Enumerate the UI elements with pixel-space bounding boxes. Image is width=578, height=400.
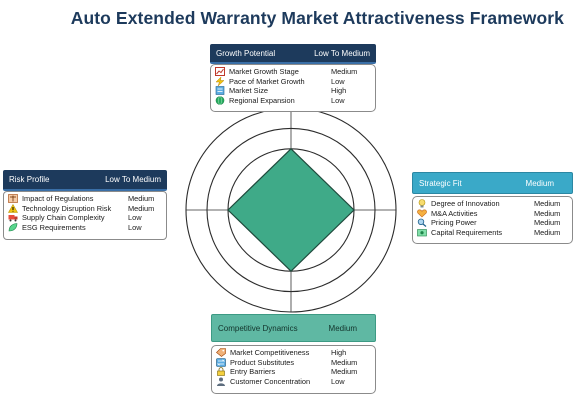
handshake-icon bbox=[417, 209, 427, 218]
item-label: ESG Requirements bbox=[22, 223, 86, 233]
leaf-icon bbox=[8, 223, 18, 232]
person-icon bbox=[216, 377, 226, 387]
scales-icon bbox=[8, 194, 18, 204]
chart-icon bbox=[215, 67, 225, 77]
list-item: Product Substitutes Medium bbox=[216, 358, 371, 368]
lightbulb-icon bbox=[417, 199, 427, 208]
risk-profile-label: Risk Profile bbox=[9, 175, 50, 184]
growth-potential-panel: Growth Potential Low To Medium Market Gr… bbox=[210, 44, 376, 112]
item-label: M&A Activities bbox=[431, 208, 478, 218]
list-item: Regional Expansion Low bbox=[215, 96, 371, 106]
strategic-fit-label: Strategic Fit bbox=[419, 178, 462, 188]
list-item: ESG Requirements Low bbox=[8, 223, 162, 233]
list-item: M&A Activities Medium bbox=[417, 209, 568, 219]
item-label: Pace of Market Growth bbox=[229, 76, 305, 86]
item-label: Pricing Power bbox=[431, 218, 477, 228]
warning-icon bbox=[8, 203, 18, 213]
risk-profile-list: Impact of Regulations Medium Technology … bbox=[3, 191, 167, 240]
competitive-dynamics-list: Market Competitiveness High Product Subs… bbox=[211, 345, 376, 394]
growth-potential-header: Growth Potential Low To Medium bbox=[210, 44, 376, 64]
document-icon bbox=[215, 86, 225, 96]
list-item: Market Growth Stage Medium bbox=[215, 67, 371, 77]
item-label: Market Competitiveness bbox=[230, 348, 310, 358]
competitive-dynamics-rating: Medium bbox=[328, 323, 357, 333]
item-label: Market Size bbox=[229, 86, 269, 96]
growth-potential-label: Growth Potential bbox=[216, 48, 276, 58]
list-item: Customer Concentration Low bbox=[216, 377, 371, 387]
item-value: Medium bbox=[331, 357, 358, 367]
risk-profile-header: Risk Profile Low To Medium bbox=[3, 170, 167, 191]
globe-icon bbox=[215, 96, 225, 105]
item-label: Capital Requirements bbox=[431, 228, 503, 238]
lightning-icon bbox=[215, 76, 225, 86]
item-label: Entry Barriers bbox=[230, 367, 276, 377]
item-value: Low bbox=[331, 377, 345, 387]
list-item: Degree of Innovation Medium bbox=[417, 199, 568, 209]
tag-icon bbox=[216, 348, 226, 358]
item-label: Market Growth Stage bbox=[229, 67, 299, 77]
item-value: Low bbox=[128, 223, 142, 233]
item-label: Technology Disruption Risk bbox=[22, 203, 112, 213]
risk-profile-rating: Low To Medium bbox=[105, 175, 161, 184]
strategic-fit-list: Degree of Innovation Medium M&A Activiti… bbox=[412, 196, 573, 244]
item-label: Regional Expansion bbox=[229, 96, 295, 106]
list-item: Pricing Power Medium bbox=[417, 218, 568, 228]
list-item: Supply Chain Complexity Low bbox=[8, 213, 162, 223]
competitive-dynamics-panel: Competitive Dynamics Medium Market Compe… bbox=[211, 314, 376, 394]
item-value: Low bbox=[128, 213, 142, 223]
item-value: High bbox=[331, 348, 347, 358]
money-icon bbox=[417, 228, 427, 237]
list-item: Impact of Regulations Medium bbox=[8, 194, 162, 204]
truck-icon bbox=[8, 213, 18, 222]
risk-profile-panel: Risk Profile Low To Medium Impact of Reg… bbox=[3, 170, 167, 240]
item-label: Product Substitutes bbox=[230, 357, 295, 367]
list-item: Capital Requirements Medium bbox=[417, 228, 568, 238]
item-value: High bbox=[331, 86, 347, 96]
item-value: Medium bbox=[331, 367, 358, 377]
item-value: Medium bbox=[128, 203, 155, 213]
competitive-dynamics-label: Competitive Dynamics bbox=[218, 323, 298, 333]
list-item: Market Size High bbox=[215, 86, 371, 96]
list-item: Pace of Market Growth Low bbox=[215, 76, 371, 87]
swap-icon bbox=[216, 358, 226, 367]
item-value: Low bbox=[331, 96, 345, 106]
list-item: Entry Barriers Medium bbox=[216, 367, 371, 377]
growth-potential-list: Market Growth Stage Medium Pace of Marke… bbox=[210, 64, 376, 112]
item-value: Low bbox=[331, 76, 345, 86]
item-value: Medium bbox=[128, 194, 155, 204]
list-item: Technology Disruption Risk Medium bbox=[8, 203, 162, 214]
item-value: Medium bbox=[534, 199, 561, 209]
strategic-fit-header: Strategic Fit Medium bbox=[412, 172, 573, 194]
item-value: Medium bbox=[534, 208, 561, 218]
lock-icon bbox=[216, 367, 226, 377]
item-value: Medium bbox=[331, 67, 358, 77]
competitive-dynamics-header: Competitive Dynamics Medium bbox=[211, 314, 376, 342]
growth-potential-rating: Low To Medium bbox=[314, 48, 370, 58]
page-title: Auto Extended Warranty Market Attractive… bbox=[70, 8, 564, 28]
item-label: Customer Concentration bbox=[230, 377, 311, 387]
magnifier-icon bbox=[417, 218, 427, 228]
radar-score-shape bbox=[227, 147, 355, 273]
item-value: Medium bbox=[534, 218, 561, 228]
strategic-fit-rating: Medium bbox=[525, 178, 554, 188]
item-label: Supply Chain Complexity bbox=[22, 213, 105, 223]
item-label: Degree of Innovation bbox=[431, 199, 500, 209]
list-item: Market Competitiveness High bbox=[216, 348, 371, 358]
item-label: Impact of Regulations bbox=[22, 194, 94, 204]
strategic-fit-panel: Strategic Fit Medium Degree of Innovatio… bbox=[412, 172, 573, 244]
item-value: Medium bbox=[534, 228, 561, 238]
